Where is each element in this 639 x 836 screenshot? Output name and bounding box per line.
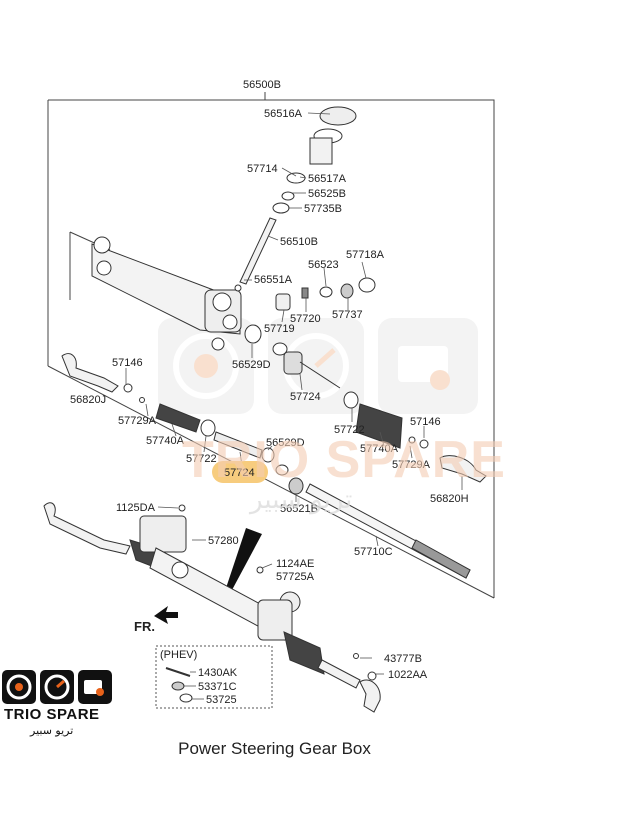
part-label: 57280: [208, 535, 239, 547]
part-label: 43777B: [384, 653, 422, 665]
logo-arabic-wordmark: تريو سبير: [30, 724, 74, 737]
logo-wordmark: TRIO SPARE: [4, 706, 100, 723]
phev-label: (PHEV): [160, 649, 197, 661]
rack-bar: [305, 483, 471, 579]
part-label: 56523: [308, 259, 339, 271]
highlight-label: 57724: [224, 467, 255, 479]
part-label: 57735B: [304, 203, 342, 215]
part-label: 57718A: [346, 249, 385, 261]
part-labels: 56500B 56516A 57714 56517A 56525B 57735B…: [70, 79, 469, 706]
part-label: 57710C: [354, 546, 393, 558]
highlight-pill: [212, 461, 268, 483]
part-label: 57740A: [360, 443, 399, 455]
part-label: 56521B: [280, 503, 318, 515]
front-label: FR.: [134, 619, 155, 634]
part-label: 56525B: [308, 188, 346, 200]
part-label: 56551A: [254, 274, 293, 286]
part-label: 56529D: [232, 359, 271, 371]
leader-lines: [125, 112, 463, 700]
part-label: 1124AE: [276, 558, 314, 570]
assembled-gear-box: [43, 502, 381, 713]
part-label: 57725A: [276, 571, 315, 583]
part-label: 1022AA: [388, 669, 428, 681]
part-label: 56529D: [266, 437, 305, 449]
part-label: 57729A: [118, 415, 157, 427]
part-label: 56820H: [430, 493, 469, 505]
watermark-logo: [158, 318, 478, 414]
part-label: 56820J: [70, 394, 106, 406]
diagram-caption: Power Steering Gear Box: [178, 739, 371, 758]
part-label: 57722: [186, 453, 217, 465]
part-label: 57146: [410, 416, 441, 428]
exploded-frame: [47, 92, 495, 599]
part-label: 57737: [332, 309, 363, 321]
rack-hardware: [244, 277, 376, 409]
assembly-label: 56500B: [243, 79, 281, 91]
part-label: 57720: [290, 313, 321, 325]
watermark-arabic-text: تريو سبير: [250, 485, 353, 515]
part-label: 53371C: [198, 681, 237, 693]
left-tie-rod-group: [61, 353, 275, 463]
part-label: 57724: [290, 391, 321, 403]
pointer-arrow: [226, 528, 262, 590]
part-label: 1125DA: [116, 502, 156, 514]
part-label: 57714: [247, 163, 278, 175]
part-label: 57146: [112, 357, 143, 369]
part-label: 57740A: [146, 435, 185, 447]
part-label: 57722: [334, 424, 365, 436]
front-direction-arrow: [154, 606, 178, 624]
part-label: 56510B: [280, 236, 318, 248]
upper-gear-housing: [91, 236, 242, 351]
brand-logo: TRIO SPARE تريو سبير: [2, 668, 122, 738]
watermark-text: TRIO SPARE: [182, 431, 506, 489]
part-label: 56516A: [264, 108, 303, 120]
part-label: 57729A: [392, 459, 431, 471]
part-label: 53725: [206, 694, 237, 706]
logo-icons: [2, 670, 112, 704]
pinion-stack: [234, 106, 357, 292]
part-label: 57719: [264, 323, 295, 335]
part-label: 56517A: [308, 173, 347, 185]
part-label: 1430AK: [198, 667, 238, 679]
